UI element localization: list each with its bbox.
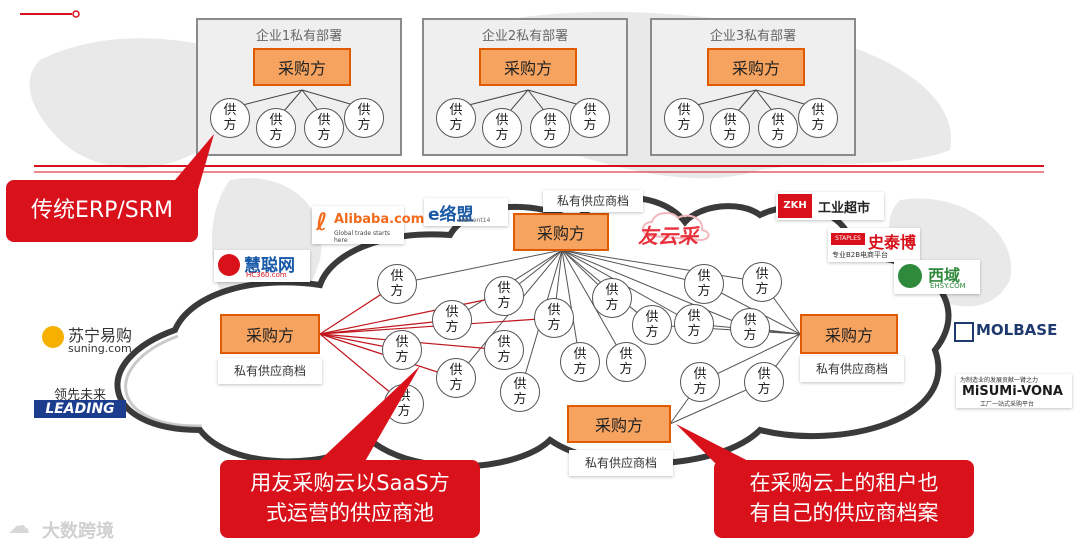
xiyu-name: 西域 (928, 266, 961, 285)
cloud-supplier: 供方 (377, 264, 417, 304)
enterprise-2-supplier: 供方 (436, 98, 476, 138)
ejumeng-logo: e络盟 element14 (424, 198, 508, 226)
xiyu-mark-icon (898, 264, 922, 288)
suning-sub: suning.com (68, 342, 132, 355)
enterprise-3-supplier: 供方 (710, 108, 750, 148)
enterprise-1-box: 企业1私有部署 采购方 供方 供方 供方 供方 (196, 18, 402, 156)
zkh-mark-icon: ZKH (778, 194, 812, 218)
misumi-slogan: 为制造业的发展贡献一臂之力 (960, 377, 1039, 384)
cloud-supplier: 供方 (730, 308, 770, 348)
staples-name: 史泰博 (868, 233, 917, 252)
suning-name: 苏宁易购 (68, 326, 133, 345)
enterprise-2-title: 企业2私有部署 (481, 29, 569, 44)
staples-logo: STAPLES 史泰博 专业B2B电商平台 (828, 228, 920, 262)
suning-logo: 苏宁易购 suning.com (40, 322, 144, 356)
cloud-bottom-buyer: 采购方 (567, 405, 671, 443)
enterprise-1-supplier: 供方 (344, 98, 384, 138)
youyun-name: 友云采 (638, 224, 698, 248)
cloud-top-archive: 私有供应商档 (543, 190, 643, 212)
alibaba-tagline: Global trade starts here (334, 230, 391, 244)
cloud-supplier: 供方 (500, 372, 540, 412)
saas-pool-line-1: 用友采购云以SaaS方 (250, 471, 450, 495)
huicong-name: 慧聪网 (244, 256, 295, 276)
tenant-archive-line-1: 在采购云上的租户也 (749, 471, 939, 495)
cloud-supplier: 供方 (592, 278, 632, 318)
enterprise-1-title: 企业1私有部署 (255, 29, 343, 44)
cloud-right-archive: 私有供应商档 (800, 356, 904, 382)
cloud-left-buyer: 采购方 (220, 314, 320, 354)
zkh-logo: ZKH 工业超市 (776, 192, 884, 220)
youyun-logo: 友云采 (632, 206, 716, 248)
saas-pool-callout: 用友采购云以SaaS方 式运营的供应商池 (220, 460, 480, 538)
traditional-erp-callout: 传统ERP/SRM (6, 180, 198, 242)
enterprise-3-supplier: 供方 (664, 98, 704, 138)
watermark: ☁ 大数跨境 (8, 514, 148, 542)
xiyu-logo: 西域 EHSY.COM (894, 260, 980, 294)
molbase-logo: MOLBASE (952, 318, 1057, 348)
enterprise-1-supplier: 供方 (256, 108, 296, 148)
misumi-logo: 为制造业的发展贡献一臂之力 MiSUMi-VONA 工厂一站式采购平台 (956, 374, 1072, 408)
xiyu-sub: EHSY.COM (930, 282, 966, 290)
alibaba-mark-icon: ℓ (316, 208, 328, 236)
cloud-supplier: 供方 (684, 264, 724, 304)
leading-en-name: LEADING (34, 400, 126, 418)
cloud-supplier: 供方 (742, 262, 782, 302)
cloud-right-buyer: 采购方 (800, 314, 898, 354)
cloud-supplier: 供方 (560, 342, 600, 382)
cloud-supplier: 供方 (606, 342, 646, 382)
cloud-top-buyer: 采购方 (513, 213, 609, 251)
misumi-name: MiSUMi-VONA (962, 384, 1063, 399)
alibaba-name: Alibaba.com (334, 212, 425, 227)
leading-logo: 领先未来 LEADING (32, 384, 128, 420)
enterprise-3-supplier: 供方 (798, 98, 838, 138)
enterprise-2-buyer: 采购方 (479, 48, 577, 86)
cloud-supplier: 供方 (484, 330, 524, 370)
enterprise-3-box: 企业3私有部署 采购方 供方 供方 供方 供方 (650, 18, 856, 156)
cloud-bottom-archive: 私有供应商档 (569, 450, 673, 476)
youyun-cloud-icon (642, 212, 710, 242)
cloud-supplier: 供方 (744, 362, 784, 402)
enterprise-3-title: 企业3私有部署 (709, 29, 797, 44)
enterprise-1-supplier: 供方 (210, 98, 250, 138)
watermark-icon: ☁ (8, 514, 30, 539)
tenant-archive-line-2: 有自己的供应商档案 (749, 501, 939, 525)
cloud-supplier: 供方 (382, 330, 422, 370)
enterprise-2-supplier: 供方 (530, 108, 570, 148)
ejumeng-name: e络盟 (428, 205, 474, 225)
enterprise-3-buyer: 采购方 (707, 48, 805, 86)
misumi-sub: 工厂一站式采购平台 (980, 401, 1035, 408)
enterprise-3-supplier: 供方 (758, 108, 798, 148)
enterprise-2-box: 企业2私有部署 采购方 供方 供方 供方 供方 (422, 18, 628, 156)
cloud-supplier: 供方 (534, 298, 574, 338)
cloud-supplier: 供方 (432, 300, 472, 340)
huicong-logo: 慧聪网 HC360.com (214, 250, 310, 282)
watermark-text: 大数跨境 (42, 521, 114, 542)
cloud-supplier: 供方 (484, 276, 524, 316)
zkh-name: 工业超市 (818, 201, 871, 216)
cloud-supplier: 供方 (632, 305, 672, 345)
tenant-archive-callout: 在采购云上的租户也 有自己的供应商档案 (714, 460, 974, 538)
cloud-left-archive: 私有供应商档 (218, 358, 322, 384)
cloud-supplier: 供方 (680, 362, 720, 402)
suning-mark-icon (42, 326, 64, 348)
huicong-sub: HC360.com (246, 271, 287, 279)
cloud-supplier: 供方 (436, 358, 476, 398)
ejumeng-sub: element14 (458, 217, 491, 224)
enterprise-1-supplier: 供方 (304, 108, 344, 148)
staples-tagline: 专业B2B电商平台 (832, 251, 889, 259)
enterprise-2-supplier: 供方 (482, 108, 522, 148)
molbase-mark-icon (954, 322, 974, 342)
molbase-name: MOLBASE (976, 321, 1058, 339)
cloud-supplier: 供方 (674, 304, 714, 344)
alibaba-logo: ℓ Alibaba.com Global trade starts here (312, 206, 424, 244)
saas-pool-line-2: 式运营的供应商池 (266, 501, 434, 525)
enterprise-1-buyer: 采购方 (253, 48, 351, 86)
enterprise-2-supplier: 供方 (570, 98, 610, 138)
huicong-mark-icon (218, 254, 240, 276)
leading-cn-name: 领先未来 (54, 388, 107, 403)
staples-mark-icon: STAPLES (831, 233, 865, 245)
